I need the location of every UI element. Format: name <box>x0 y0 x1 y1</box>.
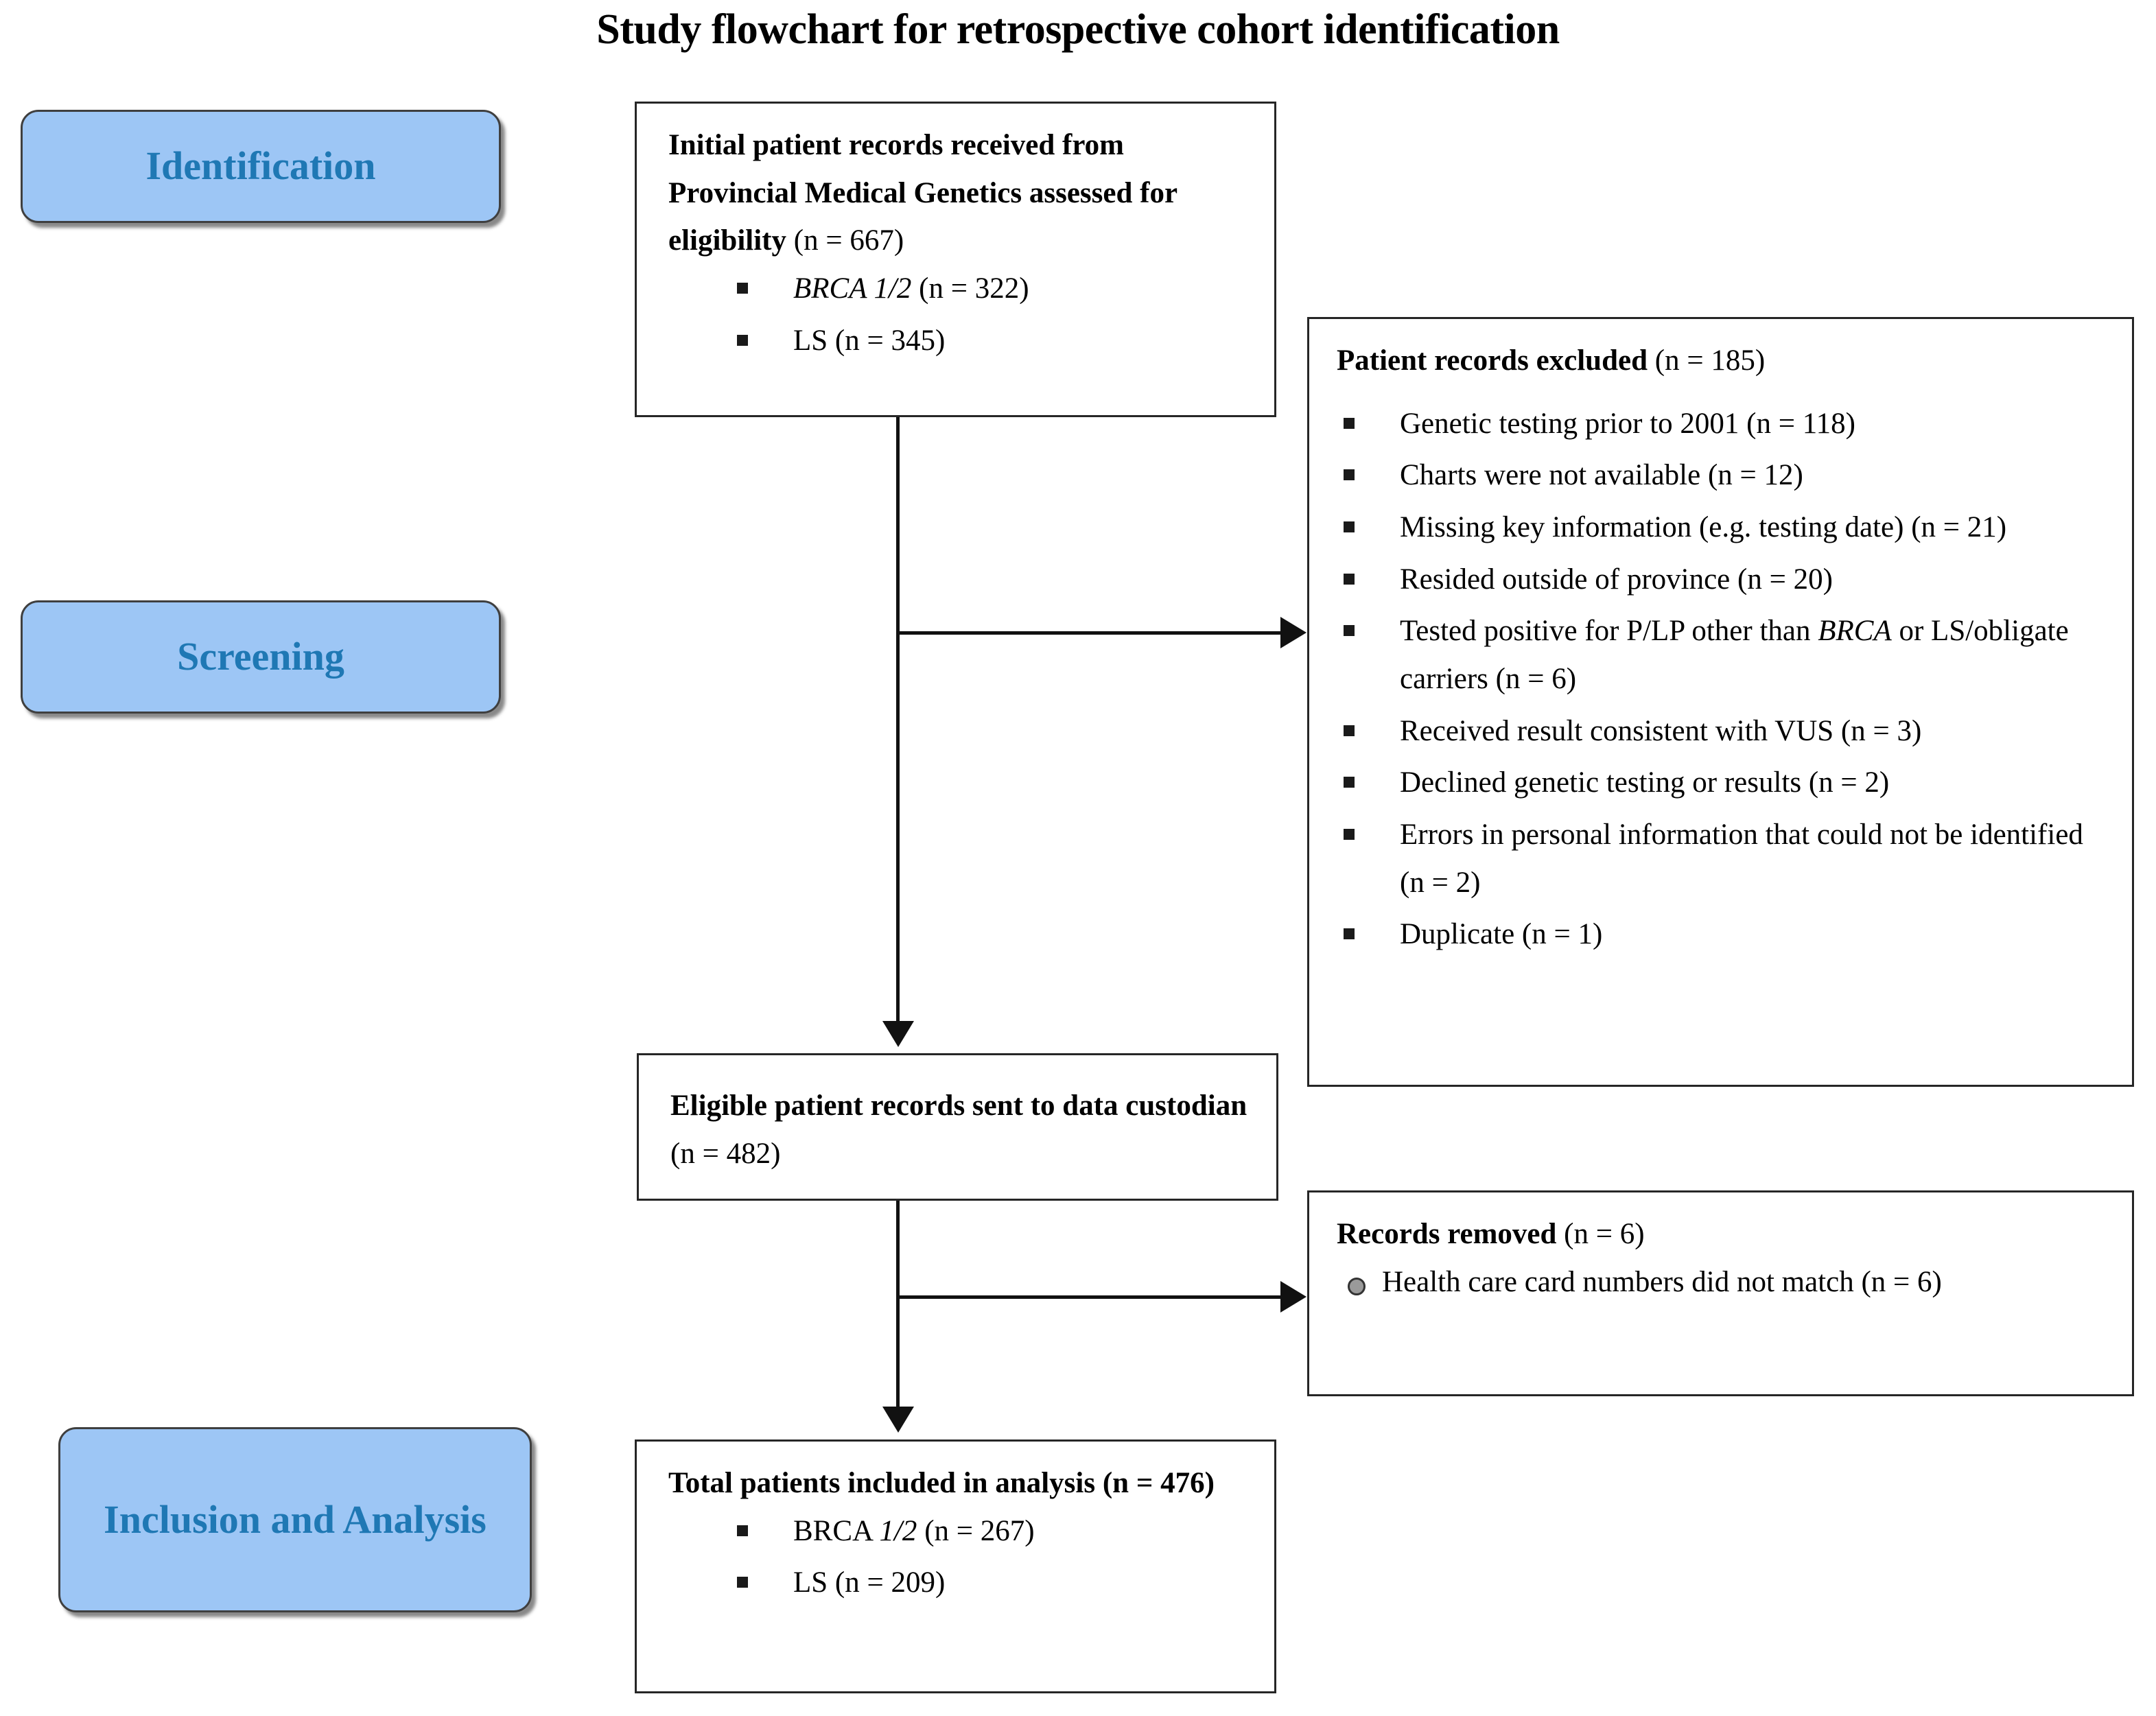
square-bullet-icon <box>1344 573 1355 585</box>
square-bullet-icon <box>1344 777 1355 788</box>
stage-screening-text: Screening <box>177 634 344 679</box>
excluded-item-4-italic: BRCA <box>1818 615 1892 648</box>
total-item-1-pre: LS (n = 209) <box>793 1566 946 1599</box>
connector-to-excluded-line <box>898 631 1282 635</box>
excluded-count: (n = 185) <box>1654 344 1766 377</box>
square-bullet-icon <box>737 334 748 346</box>
excluded-item-3: Resided outside of province (n = 20) <box>1400 563 1833 596</box>
box-records-excluded: Patient records excluded (n = 185) Genet… <box>1307 317 2134 1087</box>
initial-records-count: (n = 667) <box>793 224 904 257</box>
excluded-item-4-post: or LS/obligate carriers (n = 6) <box>1400 615 2069 695</box>
initial-item-0-rest: (n = 322) <box>911 272 1029 305</box>
records-removed-header: Records removed (n = 6) <box>1337 1218 1645 1250</box>
list-item: Charts were not available (n = 12) <box>1344 451 2111 499</box>
excluded-item-5: Received result consistent with VUS (n =… <box>1400 714 1922 747</box>
list-item: Duplicate (n = 1) <box>1344 910 2111 959</box>
excluded-item-6: Declined genetic testing or results (n =… <box>1400 766 1890 799</box>
connector-initial-to-eligible-arrow <box>882 1021 914 1047</box>
stage-label-inclusion-and-analysis: Inclusion and Analysis <box>58 1427 532 1612</box>
initial-records-header: Initial patient records received from Pr… <box>668 129 1177 257</box>
square-bullet-icon <box>1344 725 1355 736</box>
total-item-0-pre: BRCA <box>793 1514 880 1547</box>
excluded-header: Patient records excluded (n = 185) <box>1337 344 1766 377</box>
records-removed-list: Health care card numbers did not match (… <box>1344 1258 2111 1306</box>
list-item: Health care card numbers did not match (… <box>1344 1258 2111 1306</box>
eligible-records-count: (n = 482) <box>670 1137 781 1170</box>
total-item-0-italic: 1/2 <box>879 1514 917 1547</box>
excluded-item-1: Charts were not available (n = 12) <box>1400 459 1803 492</box>
square-bullet-icon <box>737 1525 748 1536</box>
stage-label-screening: Screening <box>21 600 501 714</box>
square-bullet-icon <box>737 1577 748 1588</box>
excluded-item-4-pre: Tested positive for P/LP other than <box>1400 615 1818 648</box>
initial-records-list: BRCA 1/2 (n = 322) LS (n = 345) <box>737 265 1254 364</box>
box-records-removed: Records removed (n = 6) Health care card… <box>1307 1190 2134 1396</box>
list-item: Genetic testing prior to 2001 (n = 118) <box>1344 400 2111 448</box>
total-item-0-post: (n = 267) <box>917 1514 1035 1547</box>
stage-identification-text: Identification <box>145 143 376 189</box>
connector-initial-to-eligible-line <box>896 417 900 1021</box>
circle-bullet-icon <box>1348 1277 1366 1295</box>
square-bullet-icon <box>1344 417 1355 429</box>
box-initial-records: Initial patient records received from Pr… <box>635 102 1276 417</box>
excluded-list: Genetic testing prior to 2001 (n = 118) … <box>1344 400 2111 959</box>
square-bullet-icon <box>1344 928 1355 940</box>
square-bullet-icon <box>1344 469 1355 481</box>
list-item: Errors in personal information that coul… <box>1344 811 2111 906</box>
initial-item-1-rest: LS (n = 345) <box>793 324 946 357</box>
list-item: Tested positive for P/LP other than BRCA… <box>1344 607 2111 703</box>
connector-to-records-removed-line <box>898 1295 1282 1299</box>
box-eligible-records: Eligible patient records sent to data cu… <box>637 1053 1278 1201</box>
eligible-records-header: Eligible patient records sent to data cu… <box>670 1089 1247 1170</box>
list-item: Received result consistent with VUS (n =… <box>1344 707 2111 755</box>
square-bullet-icon <box>1344 828 1355 840</box>
excluded-item-0: Genetic testing prior to 2001 (n = 118) <box>1400 407 1855 440</box>
total-included-header: Total patients included in analysis (n =… <box>668 1467 1215 1499</box>
connector-eligible-to-total-arrow <box>882 1407 914 1433</box>
square-bullet-icon <box>1344 521 1355 532</box>
square-bullet-icon <box>737 282 748 294</box>
list-item: BRCA 1/2 (n = 267) <box>737 1507 1254 1555</box>
list-item: LS (n = 345) <box>737 317 1254 365</box>
records-removed-count: (n = 6) <box>1564 1218 1645 1250</box>
stage-inclusion-text: Inclusion and Analysis <box>104 1496 487 1542</box>
list-item: Missing key information (e.g. testing da… <box>1344 504 2111 552</box>
list-item: Resided outside of province (n = 20) <box>1344 556 2111 604</box>
initial-item-0-italic: BRCA 1/2 <box>793 272 912 305</box>
page-title: Study flowchart for retrospective cohort… <box>596 6 1560 53</box>
excluded-item-7: Errors in personal information that coul… <box>1400 818 2083 899</box>
connector-eligible-to-total-line <box>896 1201 900 1407</box>
list-item: BRCA 1/2 (n = 322) <box>737 265 1254 313</box>
square-bullet-icon <box>1344 625 1355 637</box>
excluded-item-2: Missing key information (e.g. testing da… <box>1400 510 2007 543</box>
stage-label-identification: Identification <box>21 110 501 223</box>
excluded-item-8: Duplicate (n = 1) <box>1400 918 1603 951</box>
list-item: LS (n = 209) <box>737 1559 1254 1607</box>
total-included-count: (n = 476) <box>1102 1467 1215 1499</box>
connector-to-records-removed-arrow <box>1280 1281 1307 1313</box>
list-item: Declined genetic testing or results (n =… <box>1344 759 2111 807</box>
box-total-included: Total patients included in analysis (n =… <box>635 1439 1276 1693</box>
total-included-list: BRCA 1/2 (n = 267) LS (n = 209) <box>737 1507 1254 1607</box>
connector-to-excluded-arrow <box>1280 617 1307 648</box>
records-removed-item-0: Health care card numbers did not match (… <box>1382 1265 1942 1298</box>
